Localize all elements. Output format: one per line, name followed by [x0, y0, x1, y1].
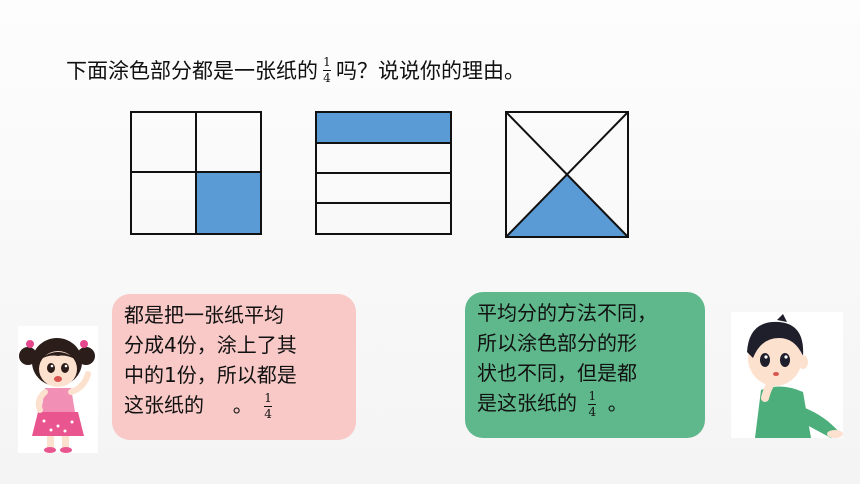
- boy-bubble-line-2: 所以涂色部分的形: [477, 331, 637, 355]
- girl-bubble-line-4-end: 。: [232, 393, 253, 417]
- boy-speech-bubble: 平均分的方法不同， 所以涂色部分的形 状也不同，但是都 是这张纸的 1 4 。: [465, 292, 705, 438]
- question-text: 下面涂色部分都是一张纸的 1 4 吗？说说你的理由。: [66, 46, 525, 94]
- boy-bubble-fraction-denominator: 4: [588, 405, 597, 419]
- boy-bubble-fraction: 1 4: [588, 389, 597, 419]
- shaded-top-strip: [316, 112, 451, 143]
- girl-speech-bubble: 都是把一张纸平均 分成4份，涂上了其 中的1份，所以都是 这张纸的 。 1 4: [112, 294, 356, 440]
- boy-bubble-line-3: 状也不同，但是都: [477, 361, 637, 385]
- question-fraction-numerator: 1: [323, 54, 331, 69]
- girl-bubble-line-4-text: 这张纸的: [124, 393, 204, 417]
- girl-bubble-line-3: 中的1份，所以都是: [124, 363, 297, 387]
- girl-bubble-fraction: 1 4: [264, 391, 273, 421]
- diagonal-line-2: [505, 111, 629, 238]
- boy-bubble-line-4: 是这张纸的 1 4 。: [477, 388, 693, 419]
- shaded-bottom-triangle: [506, 174, 628, 237]
- fraction-bar: [264, 406, 273, 407]
- girl-bubble-line-4: 这张纸的 。 1 4: [124, 390, 344, 421]
- boy-bubble-line-4-end: 。: [607, 391, 628, 415]
- figure-grid-quarters: [130, 111, 262, 235]
- boy-bubble-line-1: 平均分的方法不同，: [477, 301, 657, 325]
- question-text-before: 下面涂色部分都是一张纸的: [66, 59, 318, 83]
- boy-bubble-fraction-numerator: 1: [588, 389, 597, 403]
- figure-diagonal-triangles: [505, 111, 629, 238]
- fraction-bar: [588, 404, 597, 405]
- girl-bubble-fraction-denominator: 4: [264, 407, 272, 421]
- question-fraction: 1 4: [323, 54, 331, 85]
- shaded-quarter-square: [196, 172, 261, 234]
- girl-bubble-line-2: 分成4份，涂上了其: [124, 333, 297, 357]
- figure-horizontal-strips: [315, 111, 452, 235]
- question-text-after: 吗？说说你的理由。: [336, 59, 525, 83]
- question-fraction-denominator: 4: [323, 70, 331, 85]
- girl-bubble-line-1: 都是把一张纸平均: [124, 303, 284, 327]
- girl-bubble-fraction-numerator: 1: [264, 391, 272, 405]
- boy-cartoon-icon: [731, 312, 843, 438]
- fraction-bar: [323, 69, 331, 71]
- boy-bubble-line-4-text: 是这张纸的: [477, 391, 577, 415]
- figure-outline: [505, 111, 629, 238]
- girl-cartoon-icon: [18, 326, 98, 453]
